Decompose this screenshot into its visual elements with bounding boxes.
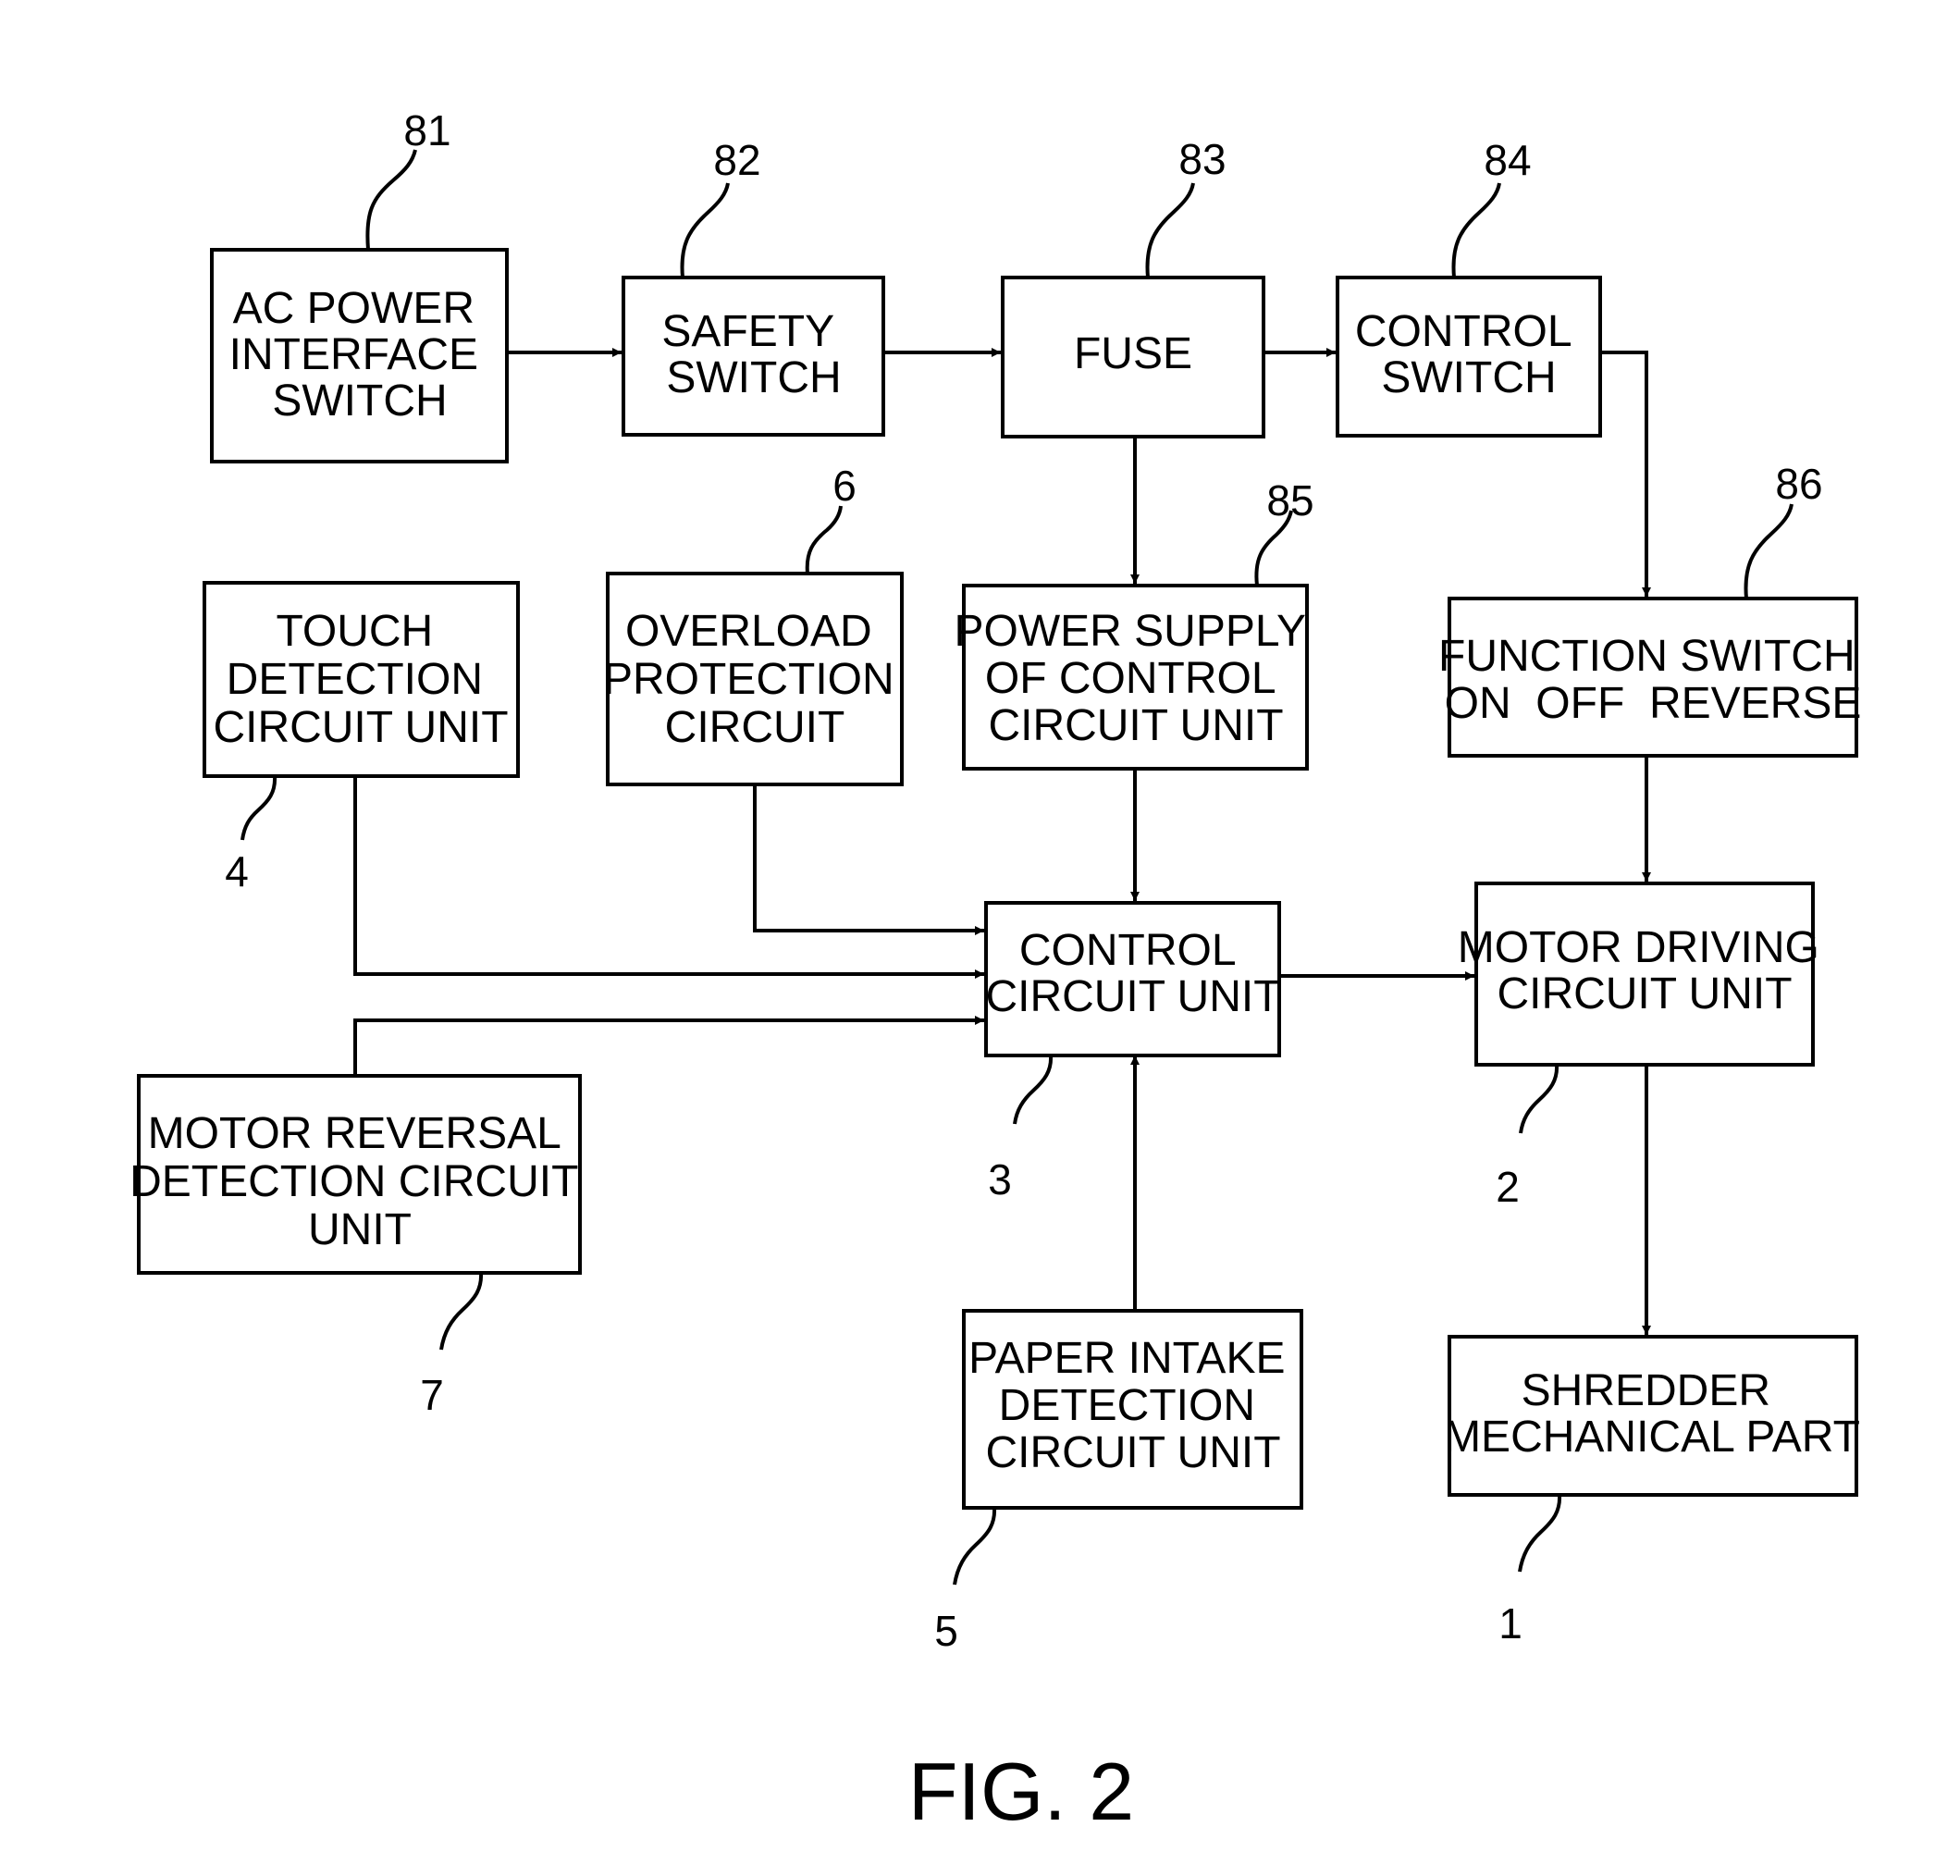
ref-numeral: 6: [832, 462, 857, 510]
block-fuse: FUSE 83: [1003, 135, 1264, 437]
ref-leader-line: [1147, 183, 1193, 278]
block-label: FUSE: [1074, 329, 1192, 378]
ref-numeral: 85: [1266, 476, 1313, 525]
block-label-line: DETECTION: [227, 655, 483, 704]
wire-overload-to-control-circuit: [755, 784, 984, 931]
block-label-line: CIRCUIT UNIT: [985, 972, 1280, 1021]
block-label-line: PROTECTION: [603, 655, 894, 704]
block-label-line: CIRCUIT: [665, 703, 845, 752]
block-label-line: CIRCUIT UNIT: [985, 1428, 1280, 1477]
ref-leader-line: [807, 506, 841, 574]
block-label-line: FUNCTION SWITCH: [1438, 632, 1855, 681]
ref-leader-line: [1015, 1055, 1051, 1124]
ref-leader-line: [955, 1508, 994, 1585]
ref-numeral: 84: [1484, 136, 1531, 184]
ref-numeral: 3: [988, 1155, 1012, 1203]
block-label-line: MOTOR REVERSAL: [148, 1109, 561, 1158]
ref-numeral: 7: [420, 1371, 444, 1419]
block-control-switch: CONTROL SWITCH 84: [1337, 136, 1600, 436]
block-label-line: SWITCH: [1381, 353, 1556, 402]
block-label-line: ON OFF REVERSE: [1445, 679, 1862, 728]
block-label: MOTOR DRIVING CIRCUIT UNIT: [1458, 923, 1831, 1018]
ref-numeral: 83: [1178, 135, 1226, 183]
block-label-line: OVERLOAD: [625, 607, 872, 656]
ref-numeral: 4: [225, 847, 249, 895]
ref-leader-line: [242, 776, 275, 840]
block-label-line: MECHANICAL PART: [1444, 1413, 1860, 1462]
block-label-line: TOUCH: [276, 607, 433, 656]
block-label-line: SWITCH: [666, 353, 841, 402]
block-label-line: CIRCUIT UNIT: [988, 701, 1283, 750]
block-label: CONTROL SWITCH: [1355, 307, 1583, 402]
block-label-line: INTERFACE: [229, 330, 478, 379]
block-label-line: DETECTION: [999, 1381, 1255, 1430]
ref-leader-line: [1520, 1495, 1559, 1572]
figure-label: FIG. 2: [908, 1746, 1135, 1837]
block-label-line: FUSE: [1074, 329, 1192, 378]
block-label-line: OF CONTROL: [985, 654, 1276, 703]
block-safety-switch: SAFETY SWITCH 82: [623, 136, 883, 435]
ref-leader-line: [367, 150, 415, 250]
block-label-line: UNIT: [308, 1205, 412, 1254]
block-label: FUNCTION SWITCH ON OFF REVERSE: [1438, 632, 1868, 728]
block-label-line: PAPER INTAKE: [968, 1334, 1285, 1383]
block-label-line: POWER SUPPLY: [954, 607, 1305, 656]
block-label: CONTROL CIRCUIT UNIT: [985, 926, 1280, 1021]
block-touch-detection-circuit-unit: TOUCH DETECTION CIRCUIT UNIT 4: [204, 583, 518, 895]
block-label-line: SHREDDER: [1522, 1366, 1770, 1415]
block-label-line: CIRCUIT UNIT: [213, 703, 508, 752]
wire-touch-to-control-circuit: [355, 776, 984, 974]
block-label: SAFETY SWITCH: [661, 307, 845, 402]
block-label-line: AC POWER: [233, 284, 475, 333]
wire-motor-reversal-to-control-circuit: [355, 1020, 984, 1076]
block-label-line: SWITCH: [272, 376, 447, 426]
block-label-line: DETECTION CIRCUIT: [129, 1157, 578, 1206]
ref-leader-line: [1745, 504, 1792, 599]
block-label-line: CIRCUIT UNIT: [1497, 969, 1792, 1018]
ref-numeral: 81: [403, 106, 450, 154]
ref-leader-line: [1521, 1065, 1557, 1133]
block-label: PAPER INTAKE DETECTION CIRCUIT UNIT: [968, 1334, 1298, 1477]
ref-numeral: 1: [1498, 1599, 1522, 1648]
block-shredder-mechanical-part: SHREDDER MECHANICAL PART 1: [1444, 1337, 1860, 1648]
block-paper-intake-detection-circuit-unit: PAPER INTAKE DETECTION CIRCUIT UNIT 5: [934, 1311, 1301, 1655]
block-label: POWER SUPPLY OF CONTROL CIRCUIT UNIT: [954, 607, 1317, 750]
block-label-line: CONTROL: [1355, 307, 1572, 356]
ref-numeral: 5: [934, 1607, 958, 1655]
ref-numeral: 86: [1775, 460, 1822, 508]
ref-leader-line: [682, 183, 728, 278]
ref-numeral: 82: [713, 136, 760, 184]
block-label-line: SAFETY: [661, 307, 833, 356]
block-overload-protection-circuit: OVERLOAD PROTECTION CIRCUIT 6: [603, 462, 906, 784]
block-motor-reversal-detection-circuit-unit: MOTOR REVERSAL DETECTION CIRCUIT UNIT 7: [129, 1076, 590, 1419]
block-label-line: MOTOR DRIVING: [1458, 923, 1819, 972]
ref-numeral: 2: [1496, 1163, 1520, 1211]
block-ac-power-interface-switch: AC POWER INTERFACE SWITCH 81: [212, 106, 507, 462]
wire-control-switch-to-function-switch: [1600, 352, 1646, 597]
ref-leader-line: [441, 1273, 481, 1350]
block-function-switch: FUNCTION SWITCH ON OFF REVERSE 86: [1438, 460, 1868, 756]
ref-leader-line: [1453, 183, 1499, 278]
block-label-line: CONTROL: [1019, 926, 1236, 975]
